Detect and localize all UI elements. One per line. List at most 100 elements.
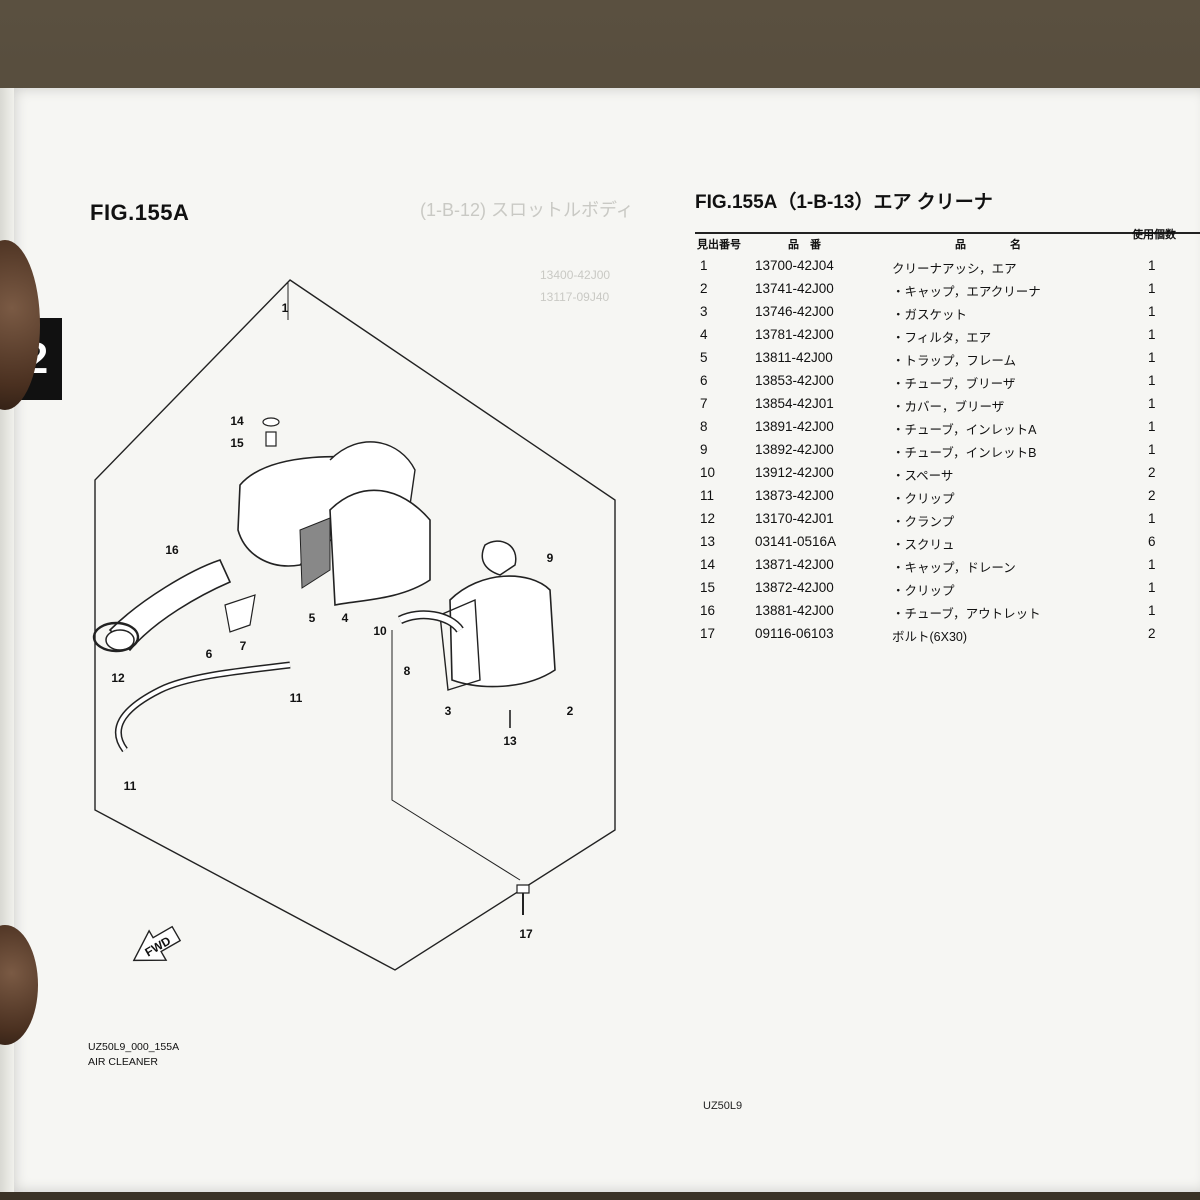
col-head-desc: 品 名 xyxy=(955,239,1021,251)
part-no: 13170-42J01 xyxy=(755,511,834,526)
ref-no: 17 xyxy=(700,626,716,641)
part-no: 13871-42J00 xyxy=(755,557,834,572)
figure-code: UZ50L9_000_155A xyxy=(88,1041,180,1053)
air-filter xyxy=(329,489,431,606)
ref-no: 2 xyxy=(700,281,708,296)
part-qty: 1 xyxy=(1148,580,1156,595)
col-head-qty: 使用個数 xyxy=(1132,229,1176,241)
ref-no: 6 xyxy=(700,373,708,388)
part-desc: ・トラップ，フレーム xyxy=(892,354,1017,368)
part-no: 13811-42J00 xyxy=(755,350,833,365)
callout-number: 7 xyxy=(240,639,247,653)
part-qty: 1 xyxy=(1148,442,1156,457)
part-qty: 1 xyxy=(1148,557,1156,572)
part-no: 13741-42J00 xyxy=(755,281,834,296)
title-rule xyxy=(695,232,1200,234)
ref-no: 1 xyxy=(700,258,708,273)
ref-no: 3 xyxy=(700,304,708,319)
part-desc: ボルト(6X30) xyxy=(892,630,968,644)
breather-tube xyxy=(116,663,291,752)
ref-no: 8 xyxy=(700,419,708,434)
parts-list-title: FIG.155A（1-B-13）エア クリーナ xyxy=(695,192,993,213)
callout-number: 14 xyxy=(230,414,244,428)
ref-no: 12 xyxy=(700,511,716,526)
part-no: 13892-42J00 xyxy=(755,442,834,457)
callout-number: 5 xyxy=(309,611,316,625)
figure-footer: UZ50L9_000_155A AIR CLEANER xyxy=(88,1040,179,1070)
part-no: 13854-42J01 xyxy=(755,396,834,411)
part-desc: ・クリップ xyxy=(892,492,955,506)
part-desc: ・カバー，ブリーザ xyxy=(892,400,1005,414)
part-desc: ・クランプ xyxy=(892,515,955,529)
part-qty: 1 xyxy=(1148,373,1156,388)
gasket xyxy=(439,598,481,691)
part-qty: 1 xyxy=(1148,258,1156,273)
part-desc: ・ガスケット xyxy=(892,308,968,322)
callout-number: 12 xyxy=(111,671,125,685)
part-qty: 2 xyxy=(1148,626,1156,641)
part-no: 13781-42J00 xyxy=(755,327,834,342)
part-qty: 1 xyxy=(1148,396,1156,411)
flame-trap xyxy=(299,517,331,589)
callout-number: 3 xyxy=(445,704,452,718)
manual-page xyxy=(6,88,1200,1192)
part-desc: ・キャップ，ドレーン xyxy=(892,561,1016,575)
table-row: 7 13854-42J01 ・カバー，ブリーザ 1 xyxy=(700,394,1200,417)
drain-cap xyxy=(265,431,277,447)
part-desc: ・スペーサ xyxy=(892,469,954,483)
ref-no: 16 xyxy=(700,603,716,618)
callout-number: 13 xyxy=(503,734,517,748)
part-desc: ・スクリュ xyxy=(892,538,955,552)
callout-number: 10 xyxy=(373,624,387,638)
part-no: 13700-42J04 xyxy=(755,258,834,273)
table-row: 17 09116-06103 ボルト(6X30) 2 xyxy=(700,624,1200,647)
assembly-outline xyxy=(94,279,616,971)
part-no: 09116-06103 xyxy=(755,626,834,641)
part-no: 03141-0516A xyxy=(755,534,837,549)
part-qty: 1 xyxy=(1148,603,1156,618)
clamp xyxy=(92,621,140,653)
page-model: UZ50L9 xyxy=(703,1100,743,1112)
part-desc: ・チューブ，アウトレット xyxy=(892,607,1041,621)
bleed-through-text: 13400-42J00 xyxy=(540,268,611,282)
bleed-through-text: 13117-09J40 xyxy=(540,290,610,304)
callout-number: 15 xyxy=(230,436,244,450)
drain-clip xyxy=(262,417,280,427)
ref-no: 9 xyxy=(700,442,708,457)
table-row: 16 13881-42J00 ・チューブ，アウトレット 1 xyxy=(700,601,1200,624)
part-qty: 2 xyxy=(1148,488,1156,503)
part-desc: クリーナアッシ，エア xyxy=(892,262,1017,276)
ref-no: 7 xyxy=(700,396,708,411)
callout-number: 6 xyxy=(206,647,213,661)
part-desc: ・キャップ，エアクリーナ xyxy=(892,285,1041,299)
col-head-ref: 見出番号 xyxy=(697,239,741,251)
part-desc: ・チューブ，インレットA xyxy=(892,423,1037,437)
part-no: 13746-42J00 xyxy=(755,304,834,319)
figure-title: FIG.155A xyxy=(90,200,190,225)
callout-number: 8 xyxy=(404,664,411,678)
part-no: 13881-42J00 xyxy=(755,603,834,618)
callout-number: 2 xyxy=(567,704,574,718)
callout-number: 16 xyxy=(165,543,179,557)
table-row: 2 13741-42J00 ・キャップ，エアクリーナ 1 xyxy=(700,279,1200,302)
cleaner-cap xyxy=(449,575,556,688)
bolt xyxy=(516,884,530,894)
ref-no: 11 xyxy=(700,488,715,503)
ref-no: 5 xyxy=(700,350,708,365)
part-desc: ・チューブ，ブリーザ xyxy=(892,377,1016,391)
ref-no: 10 xyxy=(700,465,716,480)
callout-number: 9 xyxy=(547,551,554,565)
part-qty: 1 xyxy=(1148,281,1156,296)
part-no: 13891-42J00 xyxy=(755,419,834,434)
part-desc: ・フィルタ，エア xyxy=(892,331,992,345)
part-qty: 1 xyxy=(1148,304,1156,319)
